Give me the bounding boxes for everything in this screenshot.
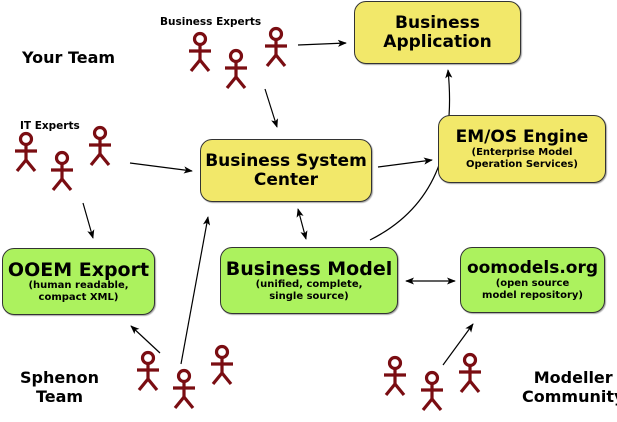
person-leg	[98, 152, 111, 167]
node-title: OOEM Export	[7, 258, 150, 281]
actor-label-it-experts: IT Experts	[20, 120, 80, 132]
group-label-your-team: Your Team	[22, 48, 116, 67]
edge-modeller-community-to-oomodels	[442, 323, 474, 366]
person-leg	[274, 53, 287, 68]
person-head	[176, 368, 192, 384]
person-leg	[225, 75, 238, 90]
edge-business-experts-to-business-system-center	[264, 88, 278, 128]
person-icon	[173, 368, 195, 410]
person-head	[92, 125, 108, 141]
person-icon	[137, 350, 159, 392]
person-leg	[393, 382, 406, 397]
node-subtitle: (open source	[495, 277, 570, 289]
group-label-line: Sphenon	[20, 368, 99, 387]
person-leg	[459, 379, 472, 394]
person-head	[228, 48, 244, 64]
node-title: EM/OS Engine	[455, 126, 589, 147]
person-leg	[15, 158, 28, 173]
node-subtitle: Operation Services)	[466, 158, 578, 170]
person-head	[140, 350, 156, 366]
node-subtitle: single source)	[269, 290, 349, 302]
person-leg	[430, 397, 443, 412]
node-subtitle: (unified, complete,	[255, 278, 363, 290]
edge-it-experts-to-business-system-center	[129, 162, 193, 174]
person-head	[387, 355, 403, 371]
person-head	[18, 131, 34, 147]
edge-business-experts-to-business-application	[297, 39, 347, 47]
node-title: Center	[253, 169, 319, 190]
node-title: Business Model	[225, 257, 393, 280]
person-leg	[211, 371, 224, 386]
person-leg	[24, 158, 37, 173]
person-head	[54, 150, 70, 166]
person-icon	[421, 370, 443, 412]
node-business-model[interactable]: Business Model (unified, complete, singl…	[220, 247, 398, 314]
node-title: Business System	[205, 150, 367, 171]
person-icon	[189, 31, 211, 73]
person-leg	[137, 377, 150, 392]
person-leg	[265, 53, 278, 68]
person-head	[214, 344, 230, 360]
person-head	[462, 352, 478, 368]
edge-sphenon-to-business-system-center	[180, 216, 211, 365]
person-icon	[15, 131, 37, 173]
edge-business-system-center-to-emos-engine	[377, 157, 433, 168]
node-subtitle: (Enterprise Model	[471, 146, 573, 158]
connections	[82, 39, 474, 366]
person-leg	[182, 395, 195, 410]
person-leg	[51, 177, 64, 192]
person-leg	[234, 75, 247, 90]
node-business-system-center[interactable]: Business System Center	[200, 139, 372, 202]
person-icon	[51, 150, 73, 192]
person-head	[424, 370, 440, 386]
group-label-modeller-community: Modeller Community	[522, 368, 617, 406]
node-subtitle: compact XML)	[38, 291, 119, 303]
edge-it-experts-to-ooem-export	[82, 202, 95, 239]
person-icon	[459, 352, 481, 394]
group-label-line: Modeller	[533, 368, 613, 387]
group-label-line: Team	[35, 387, 84, 406]
person-leg	[60, 177, 73, 192]
node-title: oomodels.org	[466, 257, 599, 278]
person-icon	[225, 48, 247, 90]
person-leg	[89, 152, 102, 167]
person-leg	[173, 395, 186, 410]
person-icon	[89, 125, 111, 167]
person-leg	[146, 377, 159, 392]
node-business-application[interactable]: Business Application	[354, 1, 521, 64]
node-subtitle: (human readable,	[28, 279, 129, 291]
node-title: Business	[395, 12, 480, 33]
person-leg	[468, 379, 481, 394]
node-title: Application	[383, 31, 492, 52]
node-ooem-export[interactable]: OOEM Export (human readable, compact XML…	[2, 248, 155, 315]
person-head	[192, 31, 208, 47]
person-leg	[198, 58, 211, 73]
group-label-sphenon-team: Sphenon Team	[20, 368, 99, 406]
person-leg	[421, 397, 434, 412]
person-icon	[265, 26, 287, 68]
person-leg	[384, 382, 397, 397]
actors	[15, 26, 481, 412]
person-icon	[211, 344, 233, 386]
edge-sphenon-to-ooem-export	[130, 325, 161, 354]
group-label-line: Community	[522, 387, 617, 406]
node-emos-engine[interactable]: EM/OS Engine (Enterprise Model Operation…	[438, 115, 606, 183]
node-oomodels[interactable]: oomodels.org (open source model reposito…	[460, 247, 605, 313]
edge-business-model-to-business-application	[369, 69, 453, 241]
actor-label-business-experts: Business Experts	[160, 16, 262, 28]
person-leg	[189, 58, 202, 73]
person-head	[268, 26, 284, 42]
person-icon	[384, 355, 406, 397]
person-leg	[220, 371, 233, 386]
edge-business-system-center-business-model	[296, 208, 308, 240]
node-subtitle: model repository)	[482, 289, 583, 301]
